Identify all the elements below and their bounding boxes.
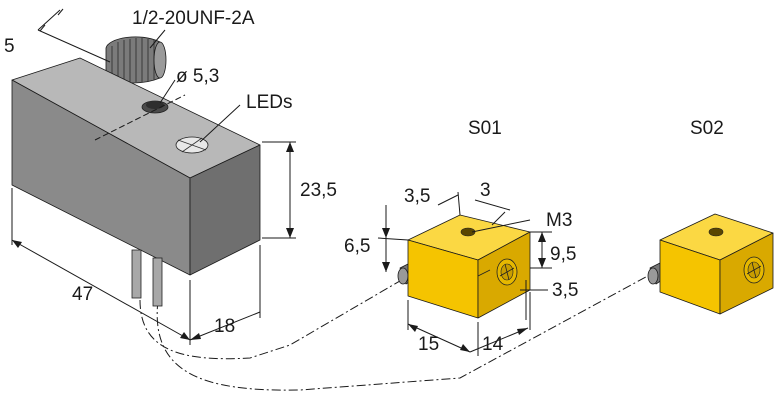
cable-paths [139,271,656,391]
cable-path-s02 [156,271,656,391]
s01-6-5-label: 6,5 [344,236,370,257]
sensor-pins [131,249,163,307]
dimension-labels: 1/2-20UNF-2A 5 ø 5,3 LEDs 23,5 47 18 S01… [4,8,724,355]
s01-3-5-top-label: 3,5 [404,186,430,207]
s01-3-5-lower-label: 3,5 [552,280,578,301]
s01-15-label: 15 [418,334,439,355]
m3-label: M3 [546,210,572,231]
thread-label: 1/2-20UNF-2A [132,8,255,29]
height-23-5-label: 23,5 [300,180,337,201]
s01-dimension-lines [377,191,552,356]
cable-path-s01 [139,277,406,360]
sensor-side-face [189,144,261,276]
sensor-pin-left [131,249,142,299]
s01-label: S01 [468,118,502,139]
s01-3-top-label: 3 [480,180,491,201]
actuator-s01-icon [397,214,531,319]
actuator-s02-icon [647,213,774,315]
sensor-dimension-lines [11,8,296,345]
s01-9-5-label: 9,5 [550,244,576,265]
s02-label: S02 [690,118,724,139]
offset-5-label: 5 [4,36,15,57]
s01-14-label: 14 [482,334,504,355]
hole-diameter-label: ø 5,3 [176,66,219,87]
length-47-label: 47 [72,284,93,305]
connector-icon [105,36,167,84]
leds-label: LEDs [246,92,292,113]
sensor-body-icon [11,57,261,276]
sensor-pin-right [152,257,163,307]
width-18-label: 18 [214,316,235,337]
